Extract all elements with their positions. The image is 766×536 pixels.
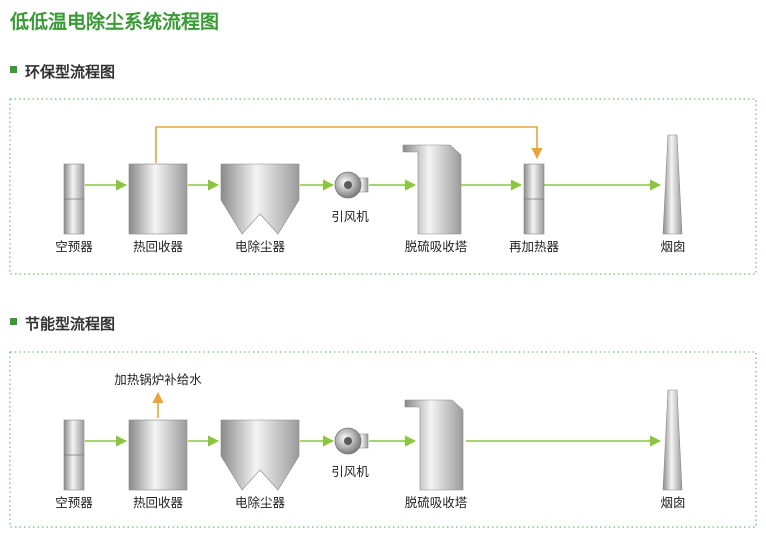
desulfurizer-tower — [404, 399, 464, 491]
section-border — [9, 98, 757, 275]
label-fan: 引风机 — [331, 464, 369, 479]
air-preheater — [63, 163, 85, 235]
section-heading: 环保型流程图 — [25, 63, 115, 81]
fan-icon — [334, 171, 369, 199]
label-heat-recovery: 热回收器 — [133, 495, 184, 510]
esp-unit — [220, 419, 300, 491]
heat-recovery-unit — [128, 419, 188, 491]
esp-unit — [220, 163, 300, 235]
fan-icon — [334, 427, 369, 455]
label-esp: 电除尘器 — [235, 239, 286, 254]
label-fan: 引风机 — [331, 209, 369, 224]
label-heat-recovery: 热回收器 — [133, 239, 184, 254]
chimney-icon — [662, 134, 683, 235]
label-air-preheater: 空预器 — [55, 239, 93, 254]
section-heading: 节能型流程图 — [25, 315, 115, 333]
label-chimney: 烟囱 — [660, 239, 685, 254]
label-reheater: 再加热器 — [509, 239, 560, 254]
desulfurizer-tower — [402, 144, 462, 235]
section-marker — [10, 66, 17, 73]
bypass-arrow — [155, 126, 543, 163]
label-desulfurizer: 脱硫吸收塔 — [405, 495, 468, 510]
label-esp: 电除尘器 — [235, 495, 286, 510]
heat-recovery-unit — [128, 163, 188, 235]
label-boiler-feed: 加热锅炉补给水 — [114, 372, 202, 387]
label-chimney: 烟囱 — [660, 495, 685, 510]
section-border — [9, 351, 757, 528]
section-environmental: 环保型流程图 空预器 热回收器 电除尘器 引风机 脱硫吸 — [9, 63, 757, 275]
chimney-icon — [662, 389, 683, 491]
section-marker — [10, 318, 17, 325]
air-preheater — [63, 419, 85, 491]
label-desulfurizer: 脱硫吸收塔 — [405, 239, 468, 254]
section-energy-saving: 节能型流程图 加热锅炉补给水 空预器 热回收器 电除尘器 引风机 — [9, 315, 757, 528]
page-title: 低低温电除尘系统流程图 — [9, 10, 219, 33]
label-air-preheater: 空预器 — [55, 495, 93, 510]
reheater-unit — [523, 163, 545, 235]
